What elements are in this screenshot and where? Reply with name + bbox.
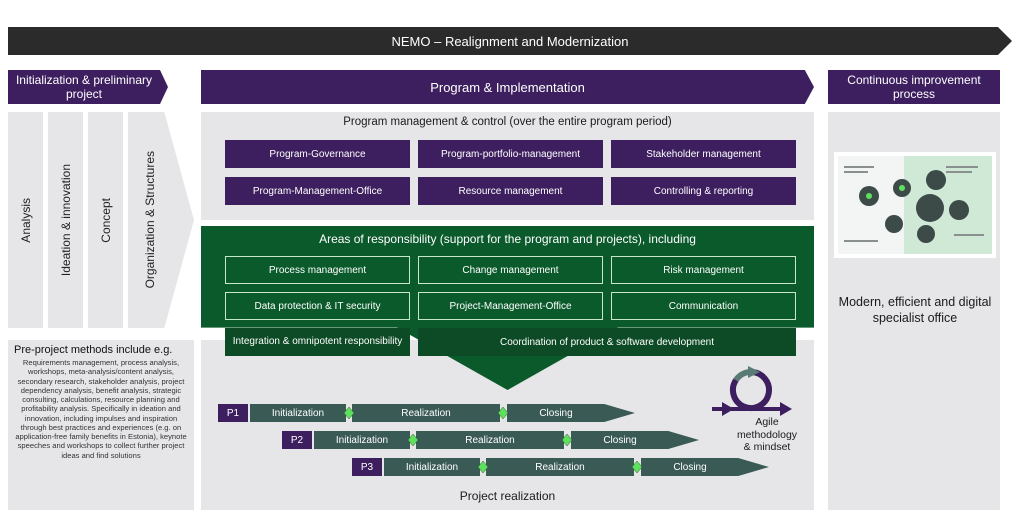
pdca-illustration [834,152,996,258]
resp-item: Data protection & IT security [225,292,410,320]
right-panel-text-label: Modern, efficient and digital specialist… [838,294,992,325]
milestone-diamond-icon [631,460,643,474]
phase-label: Initialization [335,434,389,446]
program-management-title: Program management & control (over the e… [201,114,814,130]
phase-initialization: Initialization [314,431,410,449]
milestone-diamond-icon [561,433,573,447]
pre-project-box: Pre-project methods include e.g. Require… [8,340,194,510]
pm-item-label: Controlling & reporting [653,185,754,197]
resp-bottom-item: Integration & omnipotent responsibility [225,328,410,356]
right-panel-text: Modern, efficient and digital specialist… [834,292,996,328]
phase-closing: Closing [571,431,699,449]
phase-label: Closing [603,434,637,446]
phase-closing: Closing [507,404,635,422]
center-header-title: Program & Implementation [430,79,585,95]
column-ideation: Ideation & innovation [48,112,83,328]
top-banner: NEMO – Realignment and Modernization [8,27,1012,55]
phase-closing: Closing [641,458,769,476]
pm-item-label: Program-Management-Office [252,185,383,197]
pm-item: Controlling & reporting [611,177,796,205]
resp-item-label: Data protection & IT security [254,300,381,312]
column-analysis: Analysis [8,112,43,328]
milestone-diamond-icon [497,406,509,420]
resp-item: Project-Management-Office [418,292,603,320]
agile-label: Agile methodology & mindset [734,416,800,454]
milestone-diamond-icon [407,433,419,447]
phase-label: Initialization [271,407,325,419]
pdca-diagram-icon [838,156,992,254]
phase-initialization: Initialization [384,458,480,476]
phase-label: Closing [673,461,707,473]
pm-item: Resource management [418,177,603,205]
resp-item-label: Project-Management-Office [449,300,572,312]
resp-bottom-label: Coordination of product & software devel… [499,336,714,348]
project-id-label: P1 [226,407,240,419]
resp-item-label: Risk management [663,264,744,276]
project-realization-text: Project realization [459,489,556,503]
resp-bottom-item: Coordination of product & software devel… [418,328,796,356]
responsibility-title-text: Areas of responsibility (support for the… [319,232,696,246]
responsibility-title: Areas of responsibility (support for the… [201,230,814,248]
milestone-diamond-icon [477,460,489,474]
pm-item: Program-Governance [225,140,410,168]
right-header-title: Continuous improvement process [847,72,981,101]
pm-item: Stakeholder management [611,140,796,168]
pre-project-heading: Pre-project methods include e.g. [14,344,173,356]
project-id-label: P3 [360,461,374,473]
phase-label: Realization [401,407,451,419]
phase-label: Initialization [405,461,459,473]
pm-item-label: Stakeholder management [646,148,761,160]
phase-label: Closing [539,407,573,419]
milestone-diamond-icon [343,406,355,420]
resp-item: Change management [418,256,603,284]
project-realization-label: Project realization [201,488,814,504]
left-header: Initialization & preliminary project [8,70,168,104]
pm-item-label: Resource management [458,185,563,197]
column-concept: Concept [88,112,123,328]
phase-realization: Realization [352,404,500,422]
agile-label-text: Agile methodology & mindset [736,416,798,454]
phase-realization: Realization [486,458,634,476]
project-id-label: P2 [290,434,304,446]
resp-bottom-label: Integration & omnipotent responsibility [232,336,403,348]
pm-item: Program-portfolio-management [418,140,603,168]
banner-title: NEMO – Realignment and Modernization [391,33,629,49]
project-id-p1: P1 [218,404,248,422]
program-management-title-text: Program management & control (over the e… [343,116,672,128]
agile-cycle-icon [712,366,792,416]
resp-item: Process management [225,256,410,284]
resp-item-label: Change management [462,264,559,276]
center-header: Program & Implementation [201,70,814,104]
resp-item-label: Communication [668,300,739,312]
right-header: Continuous improvement process [828,70,1000,104]
resp-item: Communication [611,292,796,320]
pre-project-text: Requirements management, process analysi… [15,358,187,460]
phase-realization: Realization [416,431,564,449]
resp-item: Risk management [611,256,796,284]
project-id-p2: P2 [282,431,312,449]
project-id-p3: P3 [352,458,382,476]
pm-item: Program-Management-Office [225,177,410,205]
phase-label: Realization [535,461,585,473]
phase-label: Realization [465,434,515,446]
pm-item-label: Program-portfolio-management [441,148,580,160]
left-header-title: Initialization & preliminary project [15,72,153,101]
phase-initialization: Initialization [250,404,346,422]
resp-item-label: Process management [268,264,367,276]
pm-item-label: Program-Governance [269,148,366,160]
